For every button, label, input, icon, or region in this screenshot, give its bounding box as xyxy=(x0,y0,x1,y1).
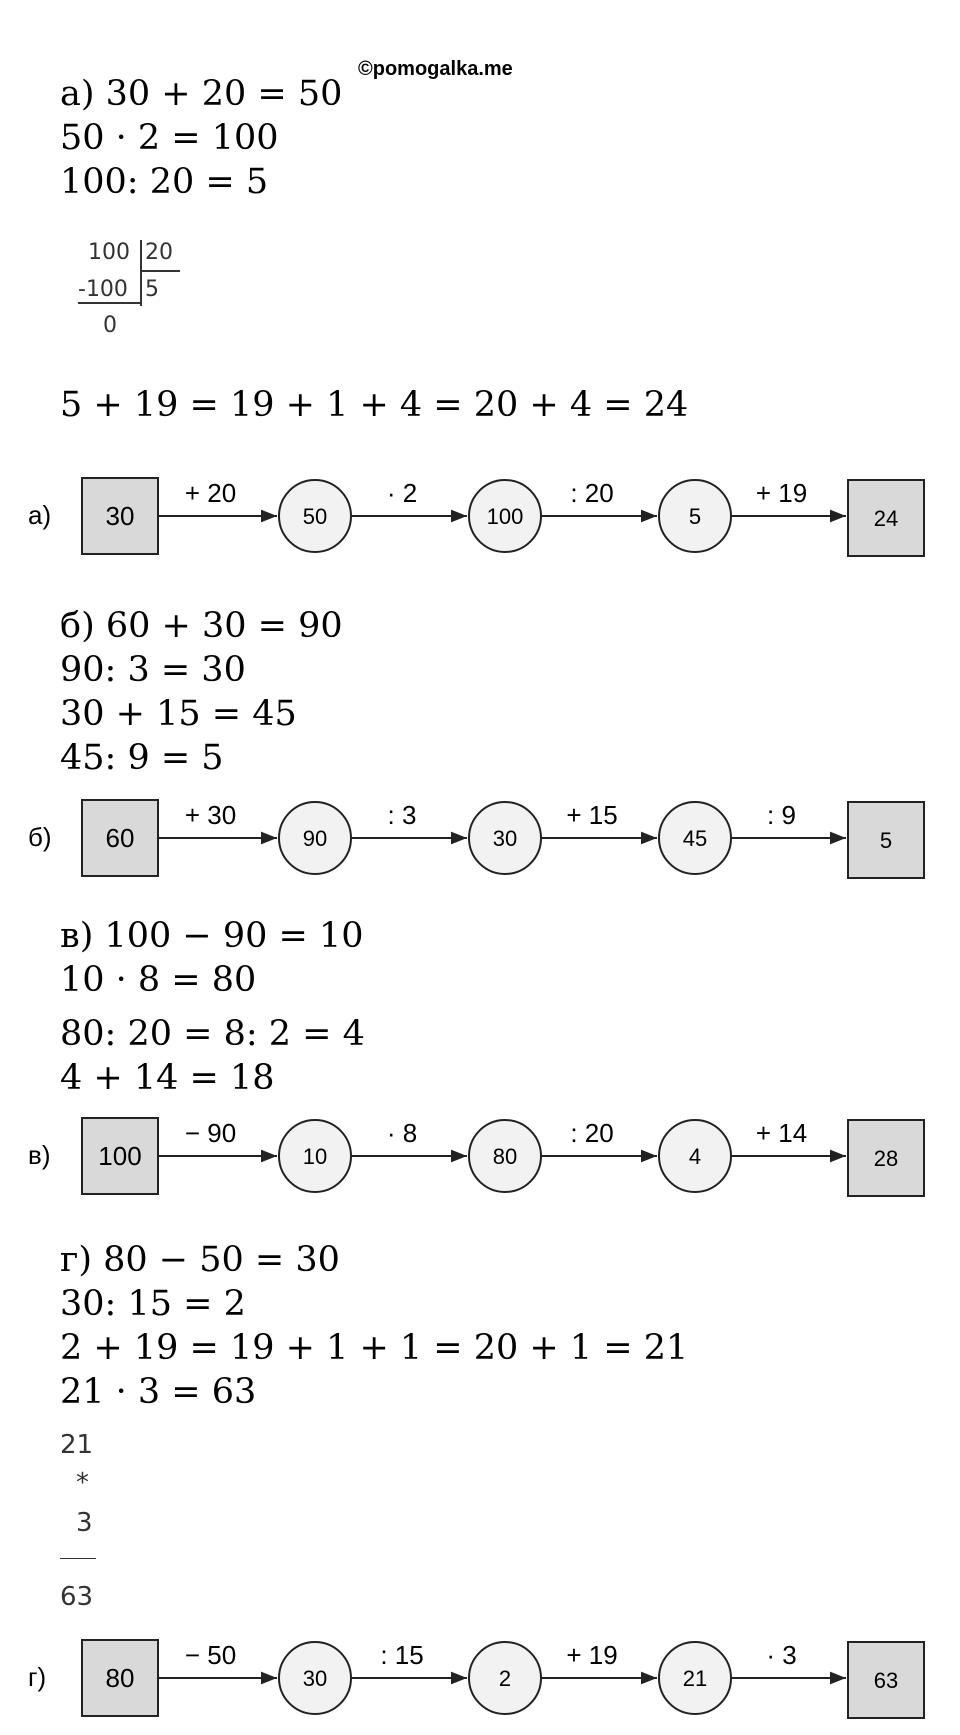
chain-diagram: а) 30 50 100 5 24 + 20 · 2 : 20 + 19 xyxy=(20,458,940,573)
chain-circle-value: 50 xyxy=(303,504,327,529)
chain-circle-value: 45 xyxy=(683,826,707,851)
mult-result: 63 xyxy=(60,1582,94,1612)
chain-start-box xyxy=(81,477,159,555)
chain-svg: 80 30 2 21 63 − 50 : 15 + 19 · 3 xyxy=(81,1639,925,1719)
division-bar xyxy=(140,240,142,306)
chain-end-value: 24 xyxy=(874,506,898,531)
equation-line: 30 + 15 = 45 xyxy=(60,694,297,734)
division-remainder: 0 xyxy=(103,313,117,338)
equation-line: 30: 15 = 2 xyxy=(60,1284,246,1324)
chain-circle-value: 4 xyxy=(689,1144,701,1169)
chain-svg: 30 50 100 5 24 + 20 · 2 : 20 + 19 xyxy=(81,477,925,557)
division-underline xyxy=(78,302,140,304)
chain-end-box xyxy=(847,801,925,879)
chain-operation-label: : 9 xyxy=(767,800,796,830)
chain-circle-value: 2 xyxy=(499,1666,511,1691)
chain-circle-value: 10 xyxy=(303,1144,327,1169)
chain-end-value: 5 xyxy=(880,828,892,853)
mult-sign: * xyxy=(76,1468,89,1498)
chain-operation-label: · 8 xyxy=(387,1118,417,1148)
division-subtract: -100 xyxy=(78,277,128,302)
equation-line: 4 + 14 = 18 xyxy=(60,1058,275,1098)
chain-operation-label: + 20 xyxy=(185,478,236,508)
chain-operation-label: + 15 xyxy=(566,800,617,830)
chain-end-value: 28 xyxy=(874,1146,898,1171)
chain-svg: 60 90 30 45 5 + 30 : 3 + 15 : 9 xyxy=(81,799,925,879)
chain-operation-label: : 20 xyxy=(570,478,613,508)
chain-letter: г) xyxy=(28,1662,47,1692)
chain-start-value: 30 xyxy=(106,501,135,531)
chain-operation-label: : 15 xyxy=(380,1640,423,1670)
chain-diagram: б) 60 90 30 45 5 + 30 : 3 + 15 : 9 xyxy=(20,780,940,895)
mult-top: 21 xyxy=(60,1430,94,1460)
division-quotient: 5 xyxy=(145,277,159,302)
chain-operation-label: − 50 xyxy=(185,1640,236,1670)
equation-line: а) 30 + 20 = 50 xyxy=(60,74,343,114)
equation-line: 10 · 8 = 80 xyxy=(60,960,257,1000)
division-divisor: 20 xyxy=(145,240,173,265)
chain-circle-value: 30 xyxy=(303,1666,327,1691)
chain-start-value: 60 xyxy=(106,823,135,853)
chain-operation-label: + 19 xyxy=(566,1640,617,1670)
chain-letter: в) xyxy=(28,1140,51,1170)
chain-operation-label: + 30 xyxy=(185,800,236,830)
chain-start-box xyxy=(81,1117,159,1195)
watermark: ©pomogalka.me xyxy=(358,58,513,80)
chain-end-value: 63 xyxy=(874,1668,898,1693)
chain-end-box xyxy=(847,479,925,557)
chain-svg: 100 10 80 4 28 − 90 · 8 : 20 + 14 xyxy=(81,1117,925,1197)
chain-diagram: в) 100 10 80 4 28 − 90 · 8 : 20 + 14 xyxy=(20,1098,940,1213)
chain-operation-label: + 19 xyxy=(756,478,807,508)
equation-line: б) 60 + 30 = 90 xyxy=(60,606,343,646)
chain-operation-label: · 3 xyxy=(766,1640,796,1670)
equation-line: 80: 20 = 8: 2 = 4 xyxy=(60,1014,365,1054)
equation-line: 5 + 19 = 19 + 1 + 4 = 20 + 4 = 24 xyxy=(60,385,689,425)
chain-circle-value: 5 xyxy=(689,504,701,529)
chain-circle-value: 30 xyxy=(493,826,517,851)
equation-line: 45: 9 = 5 xyxy=(60,738,224,778)
chain-circle-value: 21 xyxy=(683,1666,707,1691)
chain-operation-label: − 90 xyxy=(185,1118,236,1148)
chain-circle-value: 80 xyxy=(493,1144,517,1169)
chain-operation-label: + 14 xyxy=(756,1118,807,1148)
chain-end-box xyxy=(847,1119,925,1197)
chain-start-value: 80 xyxy=(106,1663,135,1693)
chain-circle-value: 90 xyxy=(303,826,327,851)
chain-end-box xyxy=(847,1641,925,1719)
chain-start-box xyxy=(81,799,159,877)
chain-letter: б) xyxy=(28,822,52,852)
mult-bottom: 3 xyxy=(76,1508,93,1538)
chain-diagram: г) 80 30 2 21 63 − 50 : 15 + 19 · 3 xyxy=(20,1620,940,1735)
equation-line: в) 100 − 90 = 10 xyxy=(60,916,364,956)
equation-line: 100: 20 = 5 xyxy=(60,162,269,202)
division-dividend: 100 xyxy=(88,240,130,265)
chain-operation-label: : 20 xyxy=(570,1118,613,1148)
equation-line: г) 80 − 50 = 30 xyxy=(60,1240,340,1280)
chain-circle-value: 100 xyxy=(487,504,524,529)
equation-line: 90: 3 = 30 xyxy=(60,650,246,690)
equation-line: 50 · 2 = 100 xyxy=(60,118,279,158)
equation-line: 2 + 19 = 19 + 1 + 1 = 20 + 1 = 21 xyxy=(60,1328,689,1368)
chain-start-value: 100 xyxy=(98,1141,141,1171)
equation-line: 21 · 3 = 63 xyxy=(60,1372,257,1412)
mult-line xyxy=(60,1558,96,1559)
chain-operation-label: : 3 xyxy=(388,800,417,830)
chain-letter: а) xyxy=(28,500,52,530)
division-underline xyxy=(140,270,180,272)
chain-operation-label: · 2 xyxy=(387,478,417,508)
